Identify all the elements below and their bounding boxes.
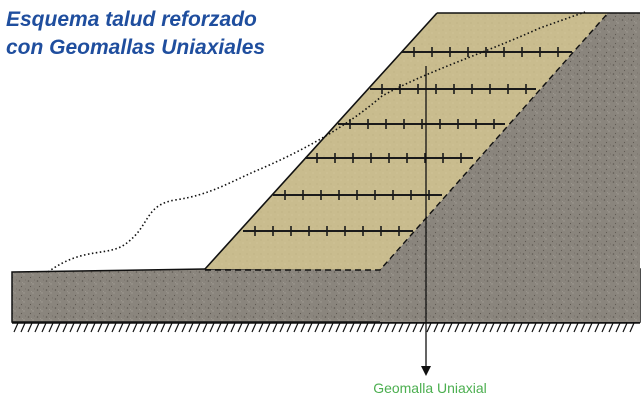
geogrid-callout-label: Geomalla Uniaxial bbox=[373, 380, 487, 396]
arrow-down-icon bbox=[421, 66, 431, 376]
slope-face bbox=[204, 12, 438, 270]
geogrid-layer-1 bbox=[402, 47, 572, 57]
diagram-title-line-1: Esquema talud reforzado bbox=[6, 8, 257, 31]
diagram-title-line-2: con Geomallas Uniaxiales bbox=[6, 36, 266, 59]
ground-hatch-icon bbox=[12, 322, 640, 333]
geogrid-layer-2 bbox=[370, 84, 536, 94]
geogrid-layer-6 bbox=[243, 226, 413, 236]
reinforced-fill-zone bbox=[205, 13, 608, 270]
geogrid-layer-3 bbox=[338, 119, 505, 129]
fill-interface-line bbox=[205, 12, 609, 271]
natural-slope bbox=[380, 13, 640, 322]
geogrid-layer-4 bbox=[305, 153, 473, 163]
geogrid-layer-5 bbox=[273, 190, 442, 200]
